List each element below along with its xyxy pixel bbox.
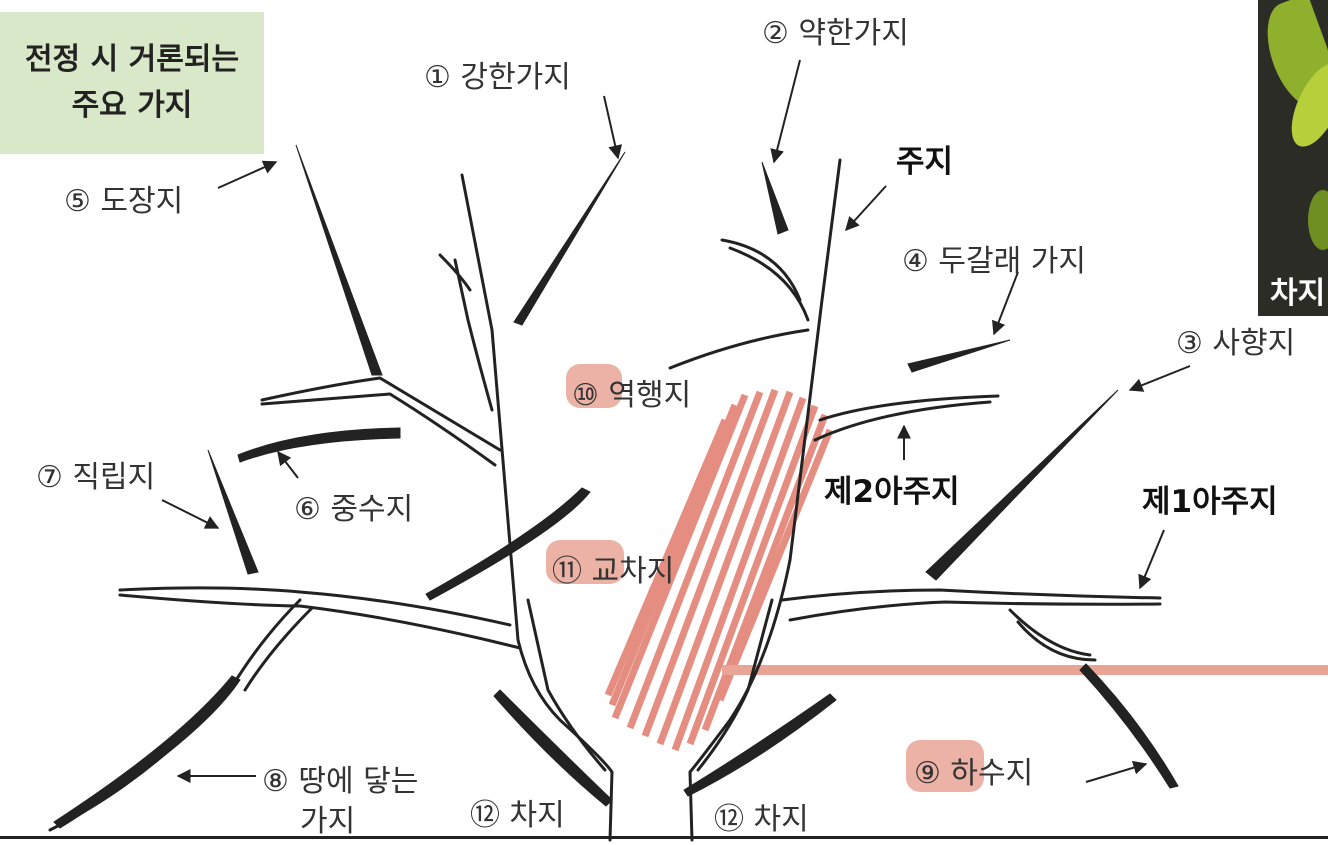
- sucker-left: [493, 689, 613, 807]
- arrow-b7: [161, 499, 220, 529]
- label-ground-branch-2: 가지: [300, 804, 356, 839]
- left-upper-spur: [438, 253, 472, 292]
- sucker-right: [683, 693, 837, 797]
- forked-branch: [907, 339, 1011, 373]
- strong-branch: [513, 151, 626, 326]
- water-sprout-branch: [295, 144, 383, 376]
- ground-touching-branch: [53, 675, 241, 829]
- label-crossing-branch: ⑪ 교차지: [552, 554, 675, 589]
- inset-photo: 차지: [1258, 0, 1328, 316]
- highlight-b11: [546, 540, 624, 584]
- label-reverse-branch: ⑩ 역행지: [572, 378, 692, 413]
- label-middle-branch: ⑥ 중수지: [294, 492, 414, 527]
- label-sucker-left: ⑫ 차지: [470, 798, 565, 833]
- reverse-branch: [668, 328, 810, 370]
- trunk-inner-right: [696, 598, 774, 772]
- right-small-limb-2: [1016, 620, 1097, 662]
- title-line-1: 전정 시 거론되는: [24, 42, 240, 77]
- label-weak-branch: ② 약한가지: [762, 16, 909, 51]
- right-fork-2: [728, 246, 810, 322]
- right-fork: [720, 238, 802, 302]
- left-lower-limb-2: [243, 606, 314, 692]
- right-main-branch-top: [780, 588, 1162, 602]
- pointer-arrows: [161, 59, 1191, 783]
- arrow-b6: [277, 450, 299, 479]
- arrow-main: [845, 185, 887, 232]
- label-forked-branch: ④ 두갈래 가지: [902, 244, 1086, 279]
- right-main-branch-bottom: [788, 600, 1162, 622]
- arrow-b3: [1128, 365, 1191, 392]
- label-water-sprout: ⑤ 도장지: [64, 184, 184, 219]
- upright-branch: [207, 449, 259, 575]
- trunk-left-edge: [460, 173, 614, 842]
- crossing-zone-hatch: [604, 388, 834, 752]
- right-branch-second: [818, 394, 1000, 422]
- highlight-b9: [906, 740, 984, 792]
- label-highlights: [546, 364, 984, 792]
- label-second-sub-branch: 제2아주지: [824, 474, 960, 510]
- marked-branches: [53, 144, 1179, 829]
- label-main-branch: 주지: [896, 144, 954, 180]
- arrow-b9: [1085, 760, 1148, 783]
- label-drooping-branch: ⑨ 하수지: [914, 756, 1034, 791]
- arrow-sub1: [1138, 529, 1165, 590]
- arrow-b1: [603, 95, 623, 160]
- trunk-inner-left: [526, 598, 607, 772]
- label-ground-branch-1: ⑧ 땅에 닿는: [262, 764, 419, 799]
- label-musk-branch: ③ 사향지: [1176, 326, 1296, 361]
- musk-branch: [925, 389, 1119, 581]
- title-line-2: 주요 가지: [71, 88, 193, 123]
- photo-caption: 차지: [1270, 276, 1326, 311]
- right-branch-second-lower: [813, 400, 992, 442]
- left-upper-limb: [453, 258, 494, 412]
- left-main-branch-bottom: [118, 593, 522, 650]
- label-sucker-right: ⑫ 차지: [714, 802, 809, 837]
- arrow-b4: [992, 271, 1019, 336]
- drooping-branch: [1079, 663, 1179, 789]
- label-strong-branch: ① 강한가지: [424, 60, 571, 95]
- left-upper-branch-bottom: [260, 392, 497, 467]
- middle-branch: [237, 427, 401, 463]
- highlight-b10: [566, 364, 622, 408]
- weak-branch: [761, 161, 789, 235]
- crossing-branch: [425, 487, 591, 601]
- left-main-branch-top: [118, 586, 512, 627]
- ground-line: [0, 836, 1328, 839]
- label-upright-branch: ⑦ 직립지: [36, 460, 156, 495]
- title-box: 전정 시 거론되는 주요 가지: [0, 12, 264, 154]
- arrow-b5: [217, 160, 278, 189]
- right-small-limb: [1008, 608, 1092, 657]
- left-upper-branch-top: [260, 376, 502, 452]
- arrow-b2: [770, 59, 801, 164]
- label-first-sub-branch: 제1아주지: [1142, 484, 1278, 520]
- leaf-shape: [1308, 190, 1328, 250]
